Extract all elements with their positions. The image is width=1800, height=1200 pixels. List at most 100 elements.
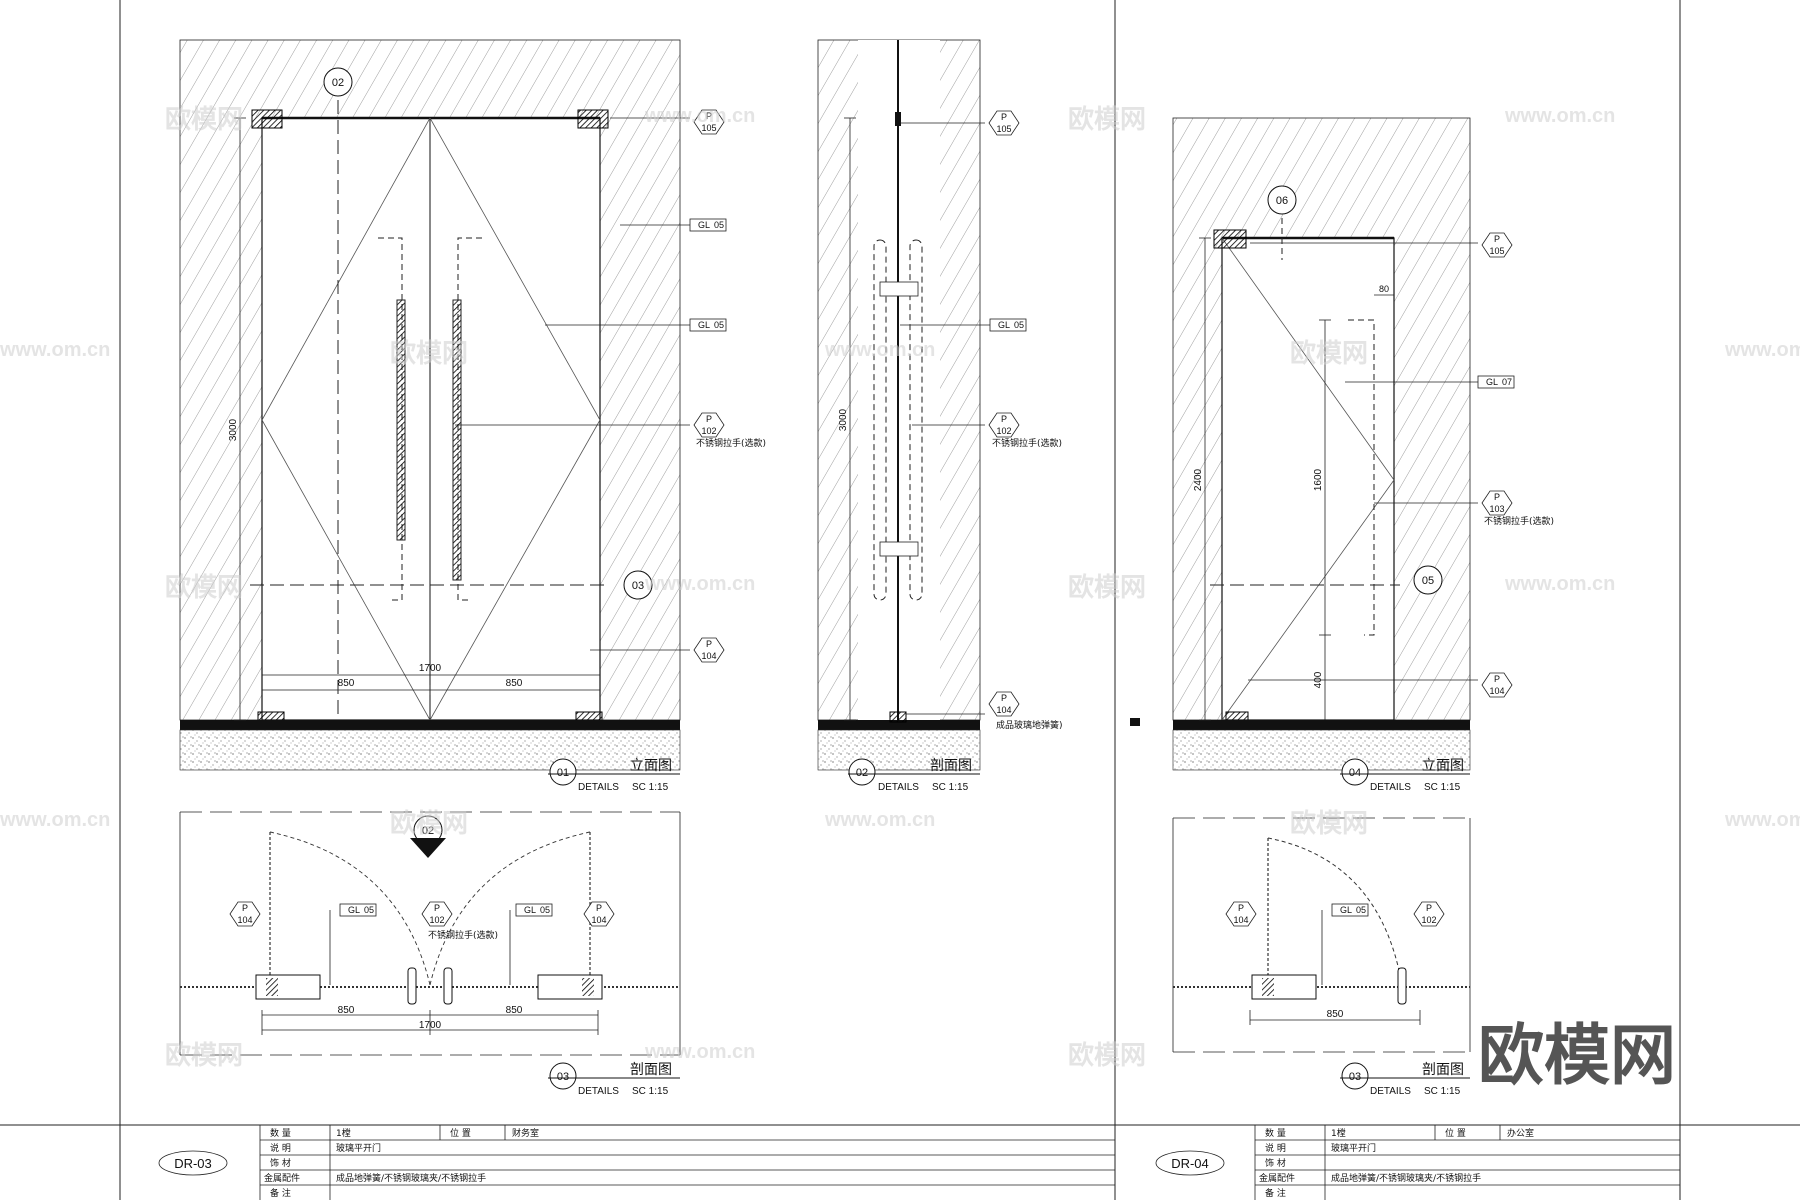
svg-text:欧模网: 欧模网	[1290, 808, 1368, 839]
svg-text:P: P	[1001, 112, 1007, 122]
svg-text:1樘: 1樘	[336, 1127, 351, 1139]
tag-p-top: 105	[701, 123, 716, 133]
svg-text:P: P	[242, 903, 248, 913]
svg-text:成品地弹簧/不锈钢玻璃夹/不锈钢拉手: 成品地弹簧/不锈钢玻璃夹/不锈钢拉手	[1331, 1172, 1481, 1184]
svg-text:不锈钢拉手(选款): 不锈钢拉手(选款)	[1484, 515, 1554, 527]
svg-text:GL: GL	[698, 320, 710, 330]
svg-text:102: 102	[996, 426, 1011, 436]
svg-text:01: 01	[557, 767, 569, 779]
svg-text:P: P	[596, 903, 602, 913]
svg-text:SC 1:15: SC 1:15	[932, 782, 969, 793]
svg-text:104: 104	[1489, 686, 1504, 696]
svg-text:1700: 1700	[419, 1020, 442, 1031]
svg-text:www.om.cn: www.om.cn	[0, 339, 110, 361]
svg-text:www.om.cn: www.om.cn	[824, 339, 935, 361]
svg-text:说 明: 说 明	[1265, 1142, 1286, 1154]
svg-text:DETAILS: DETAILS	[1370, 1086, 1411, 1097]
callout-top-04: 06	[1276, 195, 1288, 207]
svg-text:欧模网: 欧模网	[1068, 104, 1146, 135]
section-02-tags: P 105 GL 05 P 102 不锈钢拉手(选款) P 104 成品玻璃地弹…	[900, 110, 1063, 731]
svg-text:玻璃平开门: 玻璃平开门	[336, 1142, 381, 1154]
svg-text:850: 850	[338, 1005, 355, 1016]
elevation-01-tags: P 105 GL 05 GL 05 P 102 不锈钢拉手(选款) P 104	[455, 109, 766, 663]
svg-text:说 明: 说 明	[270, 1142, 291, 1154]
svg-text:GL: GL	[698, 220, 710, 230]
svg-text:104: 104	[996, 705, 1011, 715]
handle-note: 不锈钢拉手(选款)	[696, 437, 766, 449]
svg-text:05: 05	[1356, 905, 1366, 915]
svg-text:850: 850	[1327, 1009, 1344, 1020]
svg-text:欧模网: 欧模网	[390, 808, 468, 839]
svg-text:P: P	[1238, 903, 1244, 913]
svg-text:GL: GL	[524, 905, 536, 915]
svg-text:P: P	[1426, 903, 1432, 913]
callout-05: 05	[1422, 575, 1434, 587]
svg-text:P: P	[1494, 674, 1500, 684]
tag-gl-a: 05	[714, 220, 724, 230]
sheet-code-right: DR-04	[1171, 1156, 1209, 1171]
dim-height: 3000	[228, 418, 239, 441]
svg-text:剖面图: 剖面图	[1422, 1062, 1464, 1078]
svg-text:www.om.cn: www.om.cn	[1724, 809, 1800, 831]
svg-text:数 量: 数 量	[270, 1127, 291, 1139]
svg-text:财务室: 财务室	[512, 1127, 539, 1139]
svg-text:备 注: 备 注	[270, 1187, 291, 1199]
elevation-01: 3000 1700 850 850 02 03	[179, 39, 681, 771]
svg-text:105: 105	[1489, 246, 1504, 256]
svg-text:立面图: 立面图	[1422, 758, 1464, 774]
svg-text:备 注: 备 注	[1265, 1187, 1286, 1199]
door-handle-left	[378, 237, 406, 601]
svg-text:05: 05	[1014, 320, 1024, 330]
svg-text:103: 103	[1489, 504, 1504, 514]
svg-text:不锈钢拉手(选款): 不锈钢拉手(选款)	[428, 929, 498, 941]
title-section-02: 02 剖面图 DETAILS SC 1:15	[848, 758, 980, 793]
plan-callout-02: 02	[422, 825, 434, 837]
title-elevation-04: 04 立面图 DETAILS SC 1:15	[1340, 758, 1470, 793]
svg-text:DETAILS: DETAILS	[578, 782, 619, 793]
svg-text:金属配件: 金属配件	[264, 1172, 300, 1184]
sheet-code-left: DR-03	[174, 1156, 212, 1171]
svg-text:05: 05	[540, 905, 550, 915]
callout-02: 02	[332, 77, 344, 89]
svg-text:剖面图: 剖面图	[930, 758, 972, 774]
svg-text:104: 104	[591, 915, 606, 925]
svg-text:104: 104	[1233, 915, 1248, 925]
title-block-right	[1155, 1125, 1680, 1200]
svg-text:05: 05	[364, 905, 374, 915]
svg-text:欧模网: 欧模网	[1068, 572, 1146, 603]
svg-text:GL: GL	[998, 320, 1010, 330]
svg-text:P: P	[706, 414, 712, 424]
callout-03: 03	[632, 580, 644, 592]
dim-total: 1700	[419, 663, 442, 674]
svg-text:www.om.cn: www.om.cn	[644, 1041, 755, 1063]
svg-text:玻璃平开门: 玻璃平开门	[1331, 1142, 1376, 1154]
svg-text:102: 102	[1421, 915, 1436, 925]
svg-text:办公室: 办公室	[1507, 1127, 1534, 1139]
svg-text:位 置: 位 置	[1445, 1127, 1466, 1139]
svg-text:03: 03	[1349, 1071, 1361, 1083]
svg-text:www.om.cn: www.om.cn	[644, 573, 755, 595]
svg-text:欧模网: 欧模网	[1290, 338, 1368, 369]
svg-text:102: 102	[429, 915, 444, 925]
section-bottom-note: 成品玻璃地弹簧)	[996, 719, 1063, 731]
watermark-layer: 欧模网 www.om.cn 欧模网 www.om.cn www.om.cn 欧模…	[0, 104, 1800, 1071]
svg-text:DETAILS: DETAILS	[878, 782, 919, 793]
svg-text:SC 1:15: SC 1:15	[632, 782, 669, 793]
elevation-04-tags: P 105 GL 07 P 103 不锈钢拉手(选款) P 104	[1248, 232, 1554, 698]
svg-text:P: P	[1494, 234, 1500, 244]
svg-text:SC 1:15: SC 1:15	[632, 1086, 669, 1097]
plan-03-right-tags: P 104 GL 05 P 102	[1225, 901, 1445, 985]
door-handle-right	[452, 237, 482, 601]
svg-text:P: P	[706, 111, 712, 121]
dim-height-04: 2400	[1193, 468, 1204, 491]
svg-text:欧模网: 欧模网	[1068, 1040, 1146, 1071]
dim-leaf-left: 850	[338, 678, 355, 689]
svg-text:www.om.cn: www.om.cn	[644, 105, 755, 127]
tag-p-handle: 102	[701, 426, 716, 436]
svg-text:www.om.cn: www.om.cn	[824, 809, 935, 831]
svg-text:www.om.cn: www.om.cn	[1724, 339, 1800, 361]
title-block-left-text: 数 量 1樘 位 置 财务室 说 明 玻璃平开门 饰 材 金属配件 成品地弹簧/…	[264, 1127, 539, 1199]
svg-text:105: 105	[996, 124, 1011, 134]
svg-text:SC 1:15: SC 1:15	[1424, 1086, 1461, 1097]
svg-text:03: 03	[557, 1071, 569, 1083]
